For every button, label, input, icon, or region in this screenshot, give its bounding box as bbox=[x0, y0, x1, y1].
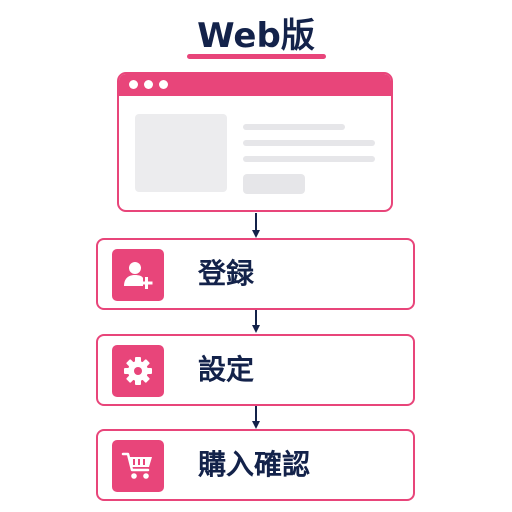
flow-arrow bbox=[252, 213, 260, 239]
image-placeholder bbox=[135, 114, 227, 192]
text-line-placeholder bbox=[243, 156, 375, 162]
window-dot bbox=[129, 80, 138, 89]
title-underline bbox=[187, 54, 326, 59]
step-label: 購入確認 bbox=[198, 448, 311, 481]
window-dot bbox=[159, 80, 168, 89]
button-placeholder bbox=[243, 174, 305, 194]
gear-icon bbox=[112, 345, 164, 397]
step-register: 登録 bbox=[96, 238, 415, 310]
step-purchase-confirmation: 購入確認 bbox=[96, 429, 415, 501]
flow-arrow bbox=[252, 406, 260, 430]
browser-window-illustration bbox=[117, 72, 393, 212]
step-label: 設定 bbox=[198, 353, 255, 386]
add-user-icon bbox=[112, 249, 164, 301]
shopping-cart-icon bbox=[112, 440, 164, 492]
page-title: Web版 bbox=[197, 16, 315, 56]
step-label: 登録 bbox=[198, 257, 255, 290]
window-dot bbox=[144, 80, 153, 89]
step-settings: 設定 bbox=[96, 334, 415, 406]
text-line-placeholder bbox=[243, 140, 375, 146]
browser-title-bar bbox=[119, 74, 391, 96]
text-line-placeholder bbox=[243, 124, 345, 130]
flow-arrow bbox=[252, 310, 260, 334]
